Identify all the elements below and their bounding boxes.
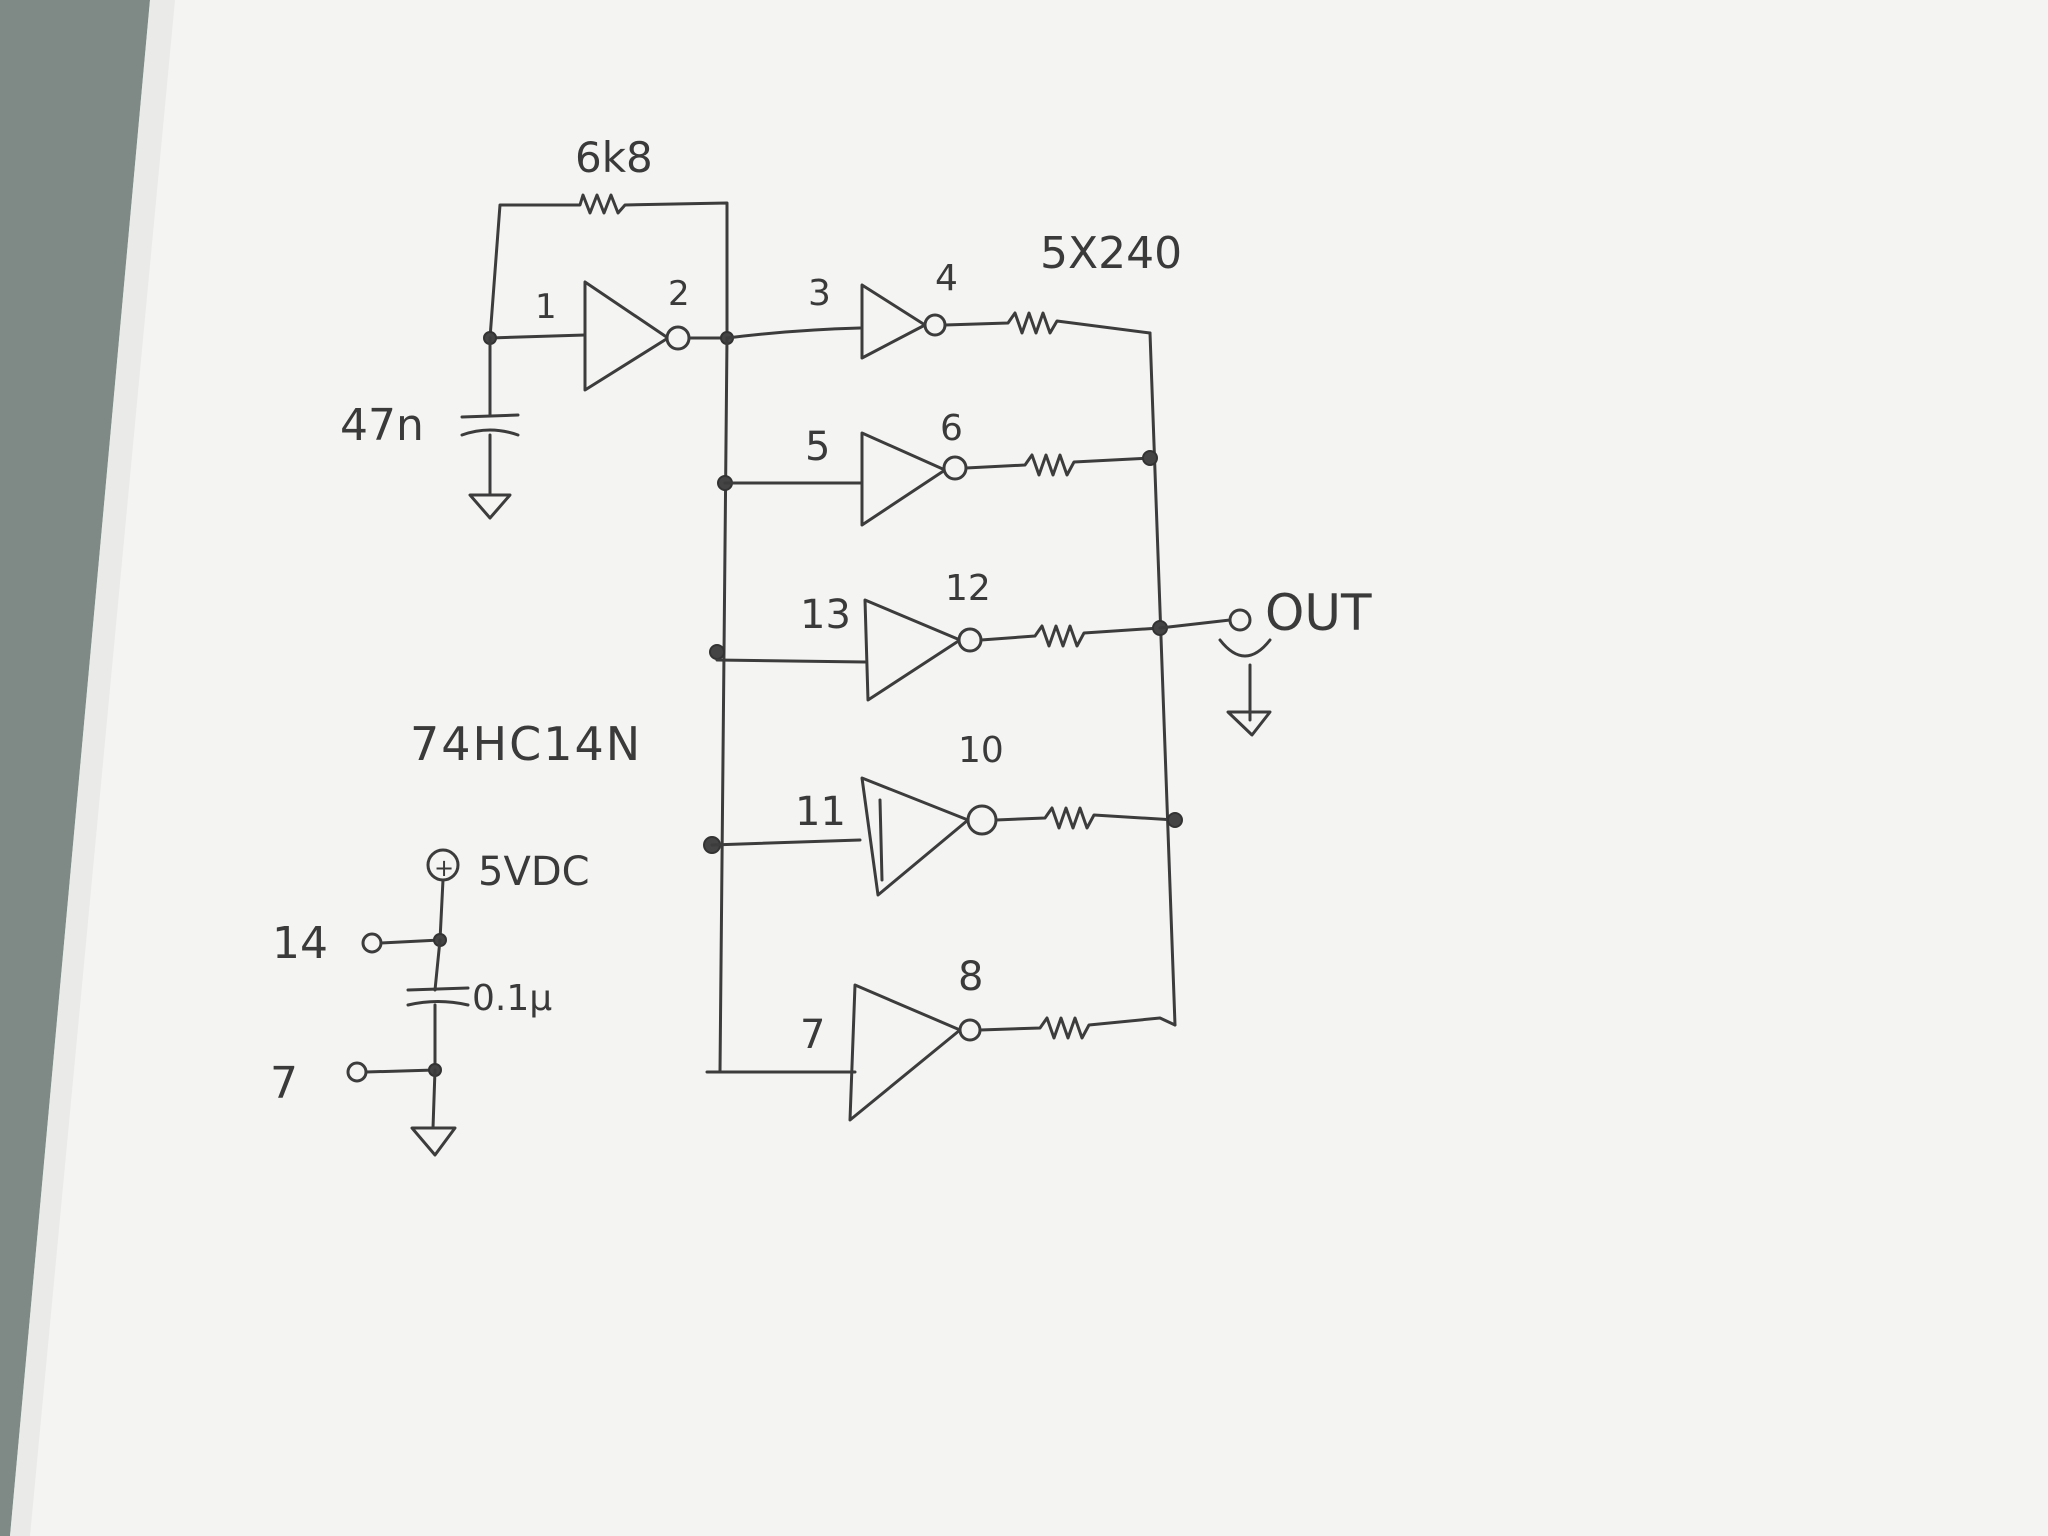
pin-12-label: 12 bbox=[945, 568, 991, 609]
buffer-gate-7-8: 7 8 bbox=[800, 954, 1177, 1122]
pin-8-label: 8 bbox=[958, 954, 983, 1000]
decoupling-label: 0.1µ bbox=[472, 978, 552, 1019]
gate1-input-wire bbox=[488, 333, 587, 340]
paper-edge-shadow bbox=[10, 0, 175, 1536]
output-connector: OUT bbox=[1158, 584, 1372, 737]
oscillator-stage: 6k8 1 2 47n bbox=[340, 133, 734, 520]
power-supply-section: + 5VDC 14 0.1µ 7 bbox=[270, 848, 590, 1157]
capacitor-label: 47n bbox=[340, 400, 424, 451]
input-bus bbox=[718, 336, 729, 1074]
feedback-wire bbox=[488, 193, 729, 340]
buffer-gate-11-10: 11 10 bbox=[703, 730, 1183, 897]
pin-4-label: 4 bbox=[935, 258, 958, 299]
buffer-gate-3-4: 3 4 bbox=[725, 258, 1152, 360]
pin-7-label: 7 bbox=[800, 1012, 825, 1058]
output-resistors-label: 5X240 bbox=[1040, 228, 1182, 279]
ground-symbol bbox=[468, 493, 512, 520]
capacitor-symbol bbox=[460, 413, 520, 437]
chip-label: 74HC14N bbox=[410, 717, 642, 771]
pin-2-label: 2 bbox=[668, 274, 690, 314]
pin-1-label: 1 bbox=[535, 287, 557, 327]
pin-6-label: 6 bbox=[940, 408, 963, 449]
pin-13-label: 13 bbox=[800, 592, 851, 638]
feedback-resistor-label: 6k8 bbox=[575, 133, 653, 182]
paper-sheet bbox=[10, 0, 2048, 1536]
output-bus bbox=[1148, 331, 1177, 1027]
vcc-pin-label: 14 bbox=[272, 918, 328, 969]
gnd-pin-label: 7 bbox=[270, 1058, 298, 1109]
buffer-gate-13-12: 13 12 bbox=[709, 568, 1168, 702]
pin-3-label: 3 bbox=[808, 273, 831, 314]
output-label: OUT bbox=[1265, 584, 1372, 642]
buffer-gate-5-6: 5 6 bbox=[717, 408, 1158, 527]
plus-symbol: + bbox=[434, 854, 454, 882]
pin-11-label: 11 bbox=[795, 789, 846, 835]
pin-10-label: 10 bbox=[958, 730, 1004, 771]
supply-label: 5VDC bbox=[478, 849, 590, 895]
pin-5-label: 5 bbox=[805, 424, 830, 470]
